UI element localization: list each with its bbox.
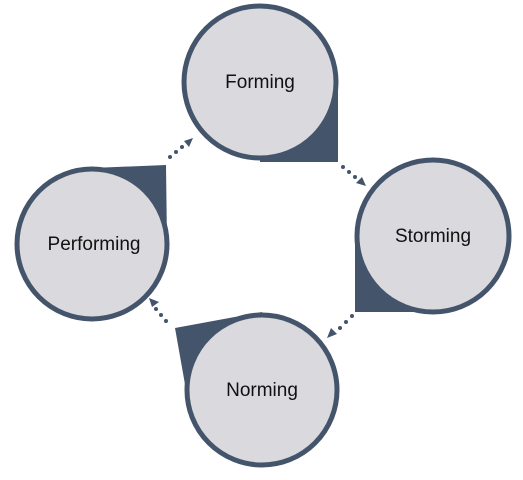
norming-circle	[184, 312, 340, 468]
stage-storming	[354, 157, 512, 315]
storming-circle	[354, 157, 512, 315]
stage-norming	[175, 312, 340, 468]
stage-forming	[181, 3, 339, 162]
stage-performing	[14, 165, 170, 322]
connector-norming-performing	[149, 298, 168, 323]
connector-forming-storming	[341, 165, 366, 186]
connector-performing-forming	[168, 138, 193, 159]
forming-circle	[181, 3, 339, 161]
arrowhead-norming	[327, 328, 337, 338]
arrowhead-storming	[356, 177, 366, 186]
arrowhead-performing	[149, 298, 159, 307]
arrowhead-forming	[184, 138, 193, 147]
performing-circle	[14, 166, 170, 322]
connector-storming-norming	[327, 314, 354, 338]
